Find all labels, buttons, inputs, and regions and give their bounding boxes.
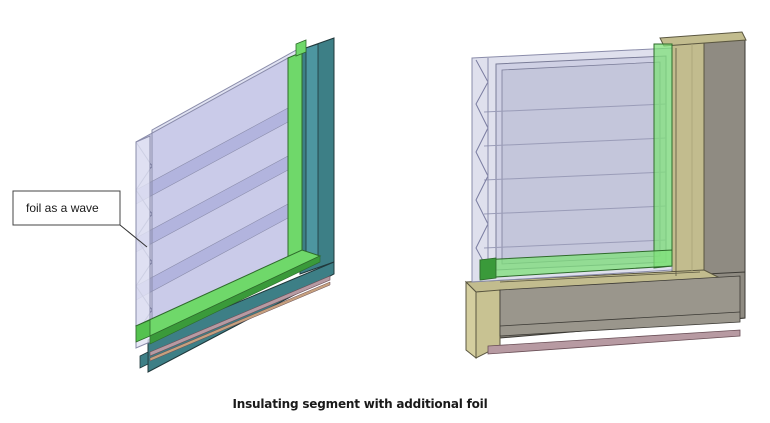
left-glass-front (135, 135, 151, 349)
callout-box (12, 190, 121, 226)
right-wood-frame (671, 39, 705, 285)
figure-caption: Insulating segment with additional foil (232, 397, 488, 411)
foil-callout: foil as a wave (12, 190, 148, 248)
right-foil-zigzag (475, 59, 489, 271)
right-green-spacer-vertical (653, 43, 673, 269)
right-window-corner (464, 31, 747, 360)
right-sill-strip (487, 329, 741, 355)
callout-leader-line (119, 224, 148, 248)
left-green-spacer-vertical (287, 51, 303, 269)
left-insulating-segment (135, 37, 335, 373)
callout-label: foil as a wave (26, 201, 99, 215)
